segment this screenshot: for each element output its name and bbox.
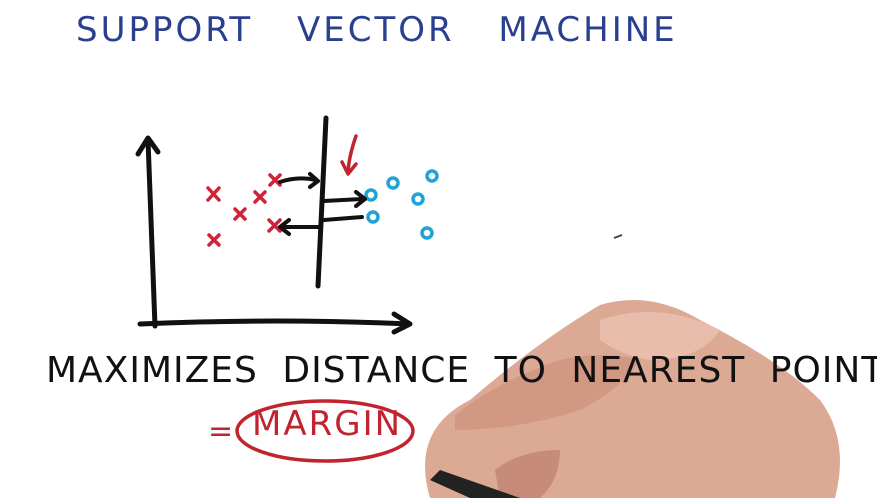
o-point <box>364 188 378 202</box>
stray-mark <box>613 234 623 239</box>
y-axis-arrow <box>135 135 161 157</box>
o-point <box>420 226 434 240</box>
x-axis <box>137 318 411 327</box>
axes <box>135 135 413 335</box>
equals-sign: = <box>208 414 234 449</box>
o-point <box>425 169 439 183</box>
x-point <box>207 233 221 247</box>
x-point <box>253 190 267 204</box>
x-class-points <box>206 173 282 247</box>
o-point <box>411 192 425 206</box>
red-pointer-arrow <box>340 134 358 176</box>
x-point <box>206 186 221 202</box>
distance-arrow <box>322 197 364 203</box>
margin-circle <box>235 399 415 463</box>
caption: MAXIMIZES DISTANCE TO NEAREST POINT <box>46 350 877 391</box>
distance-arrow <box>278 176 318 184</box>
x-point <box>268 173 282 187</box>
margin-arrows <box>278 172 367 236</box>
margin-label: MARGIN <box>252 404 403 444</box>
title: SUPPORT VECTOR MACHINE <box>76 10 678 50</box>
o-point <box>386 176 400 190</box>
distance-arrow <box>322 215 364 222</box>
x-axis-arrow <box>391 311 413 335</box>
x-point <box>233 207 247 221</box>
hand-icon <box>425 300 840 498</box>
x-point <box>267 218 282 233</box>
o-point <box>366 210 380 224</box>
y-axis <box>145 137 158 329</box>
marker-pen <box>430 470 520 498</box>
o-class-points <box>364 169 439 240</box>
